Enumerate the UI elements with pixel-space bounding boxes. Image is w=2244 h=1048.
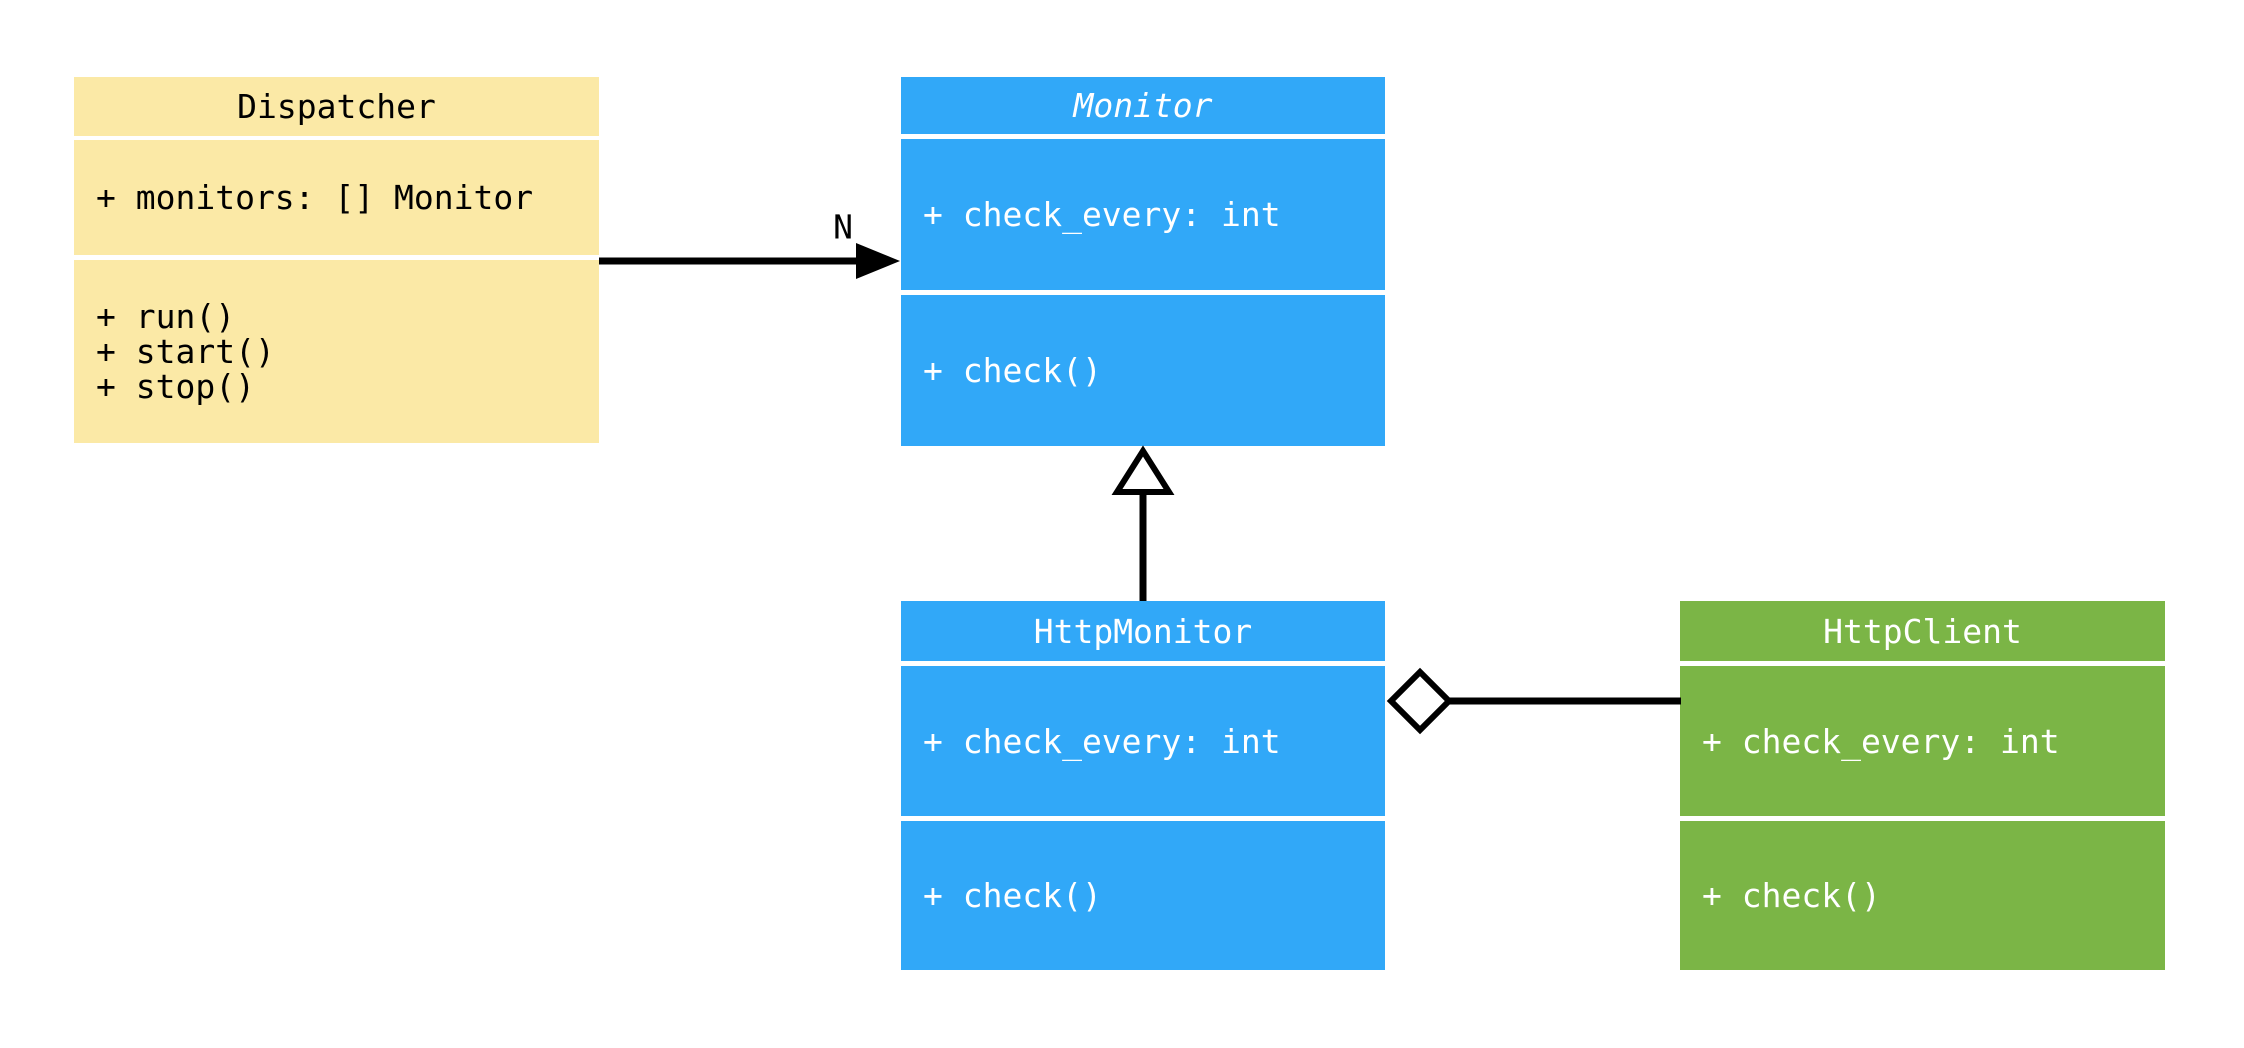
association-dispatcher-monitor	[599, 243, 900, 279]
class-title-httpmonitor: HttpMonitor	[901, 601, 1385, 661]
class-methods-monitor: + check()	[901, 295, 1385, 446]
class-name: HttpClient	[1823, 611, 2022, 651]
method: + run()	[96, 297, 236, 336]
multiplicity-label: N	[833, 207, 853, 247]
class-box-httpclient: HttpClient + check_every: int + check()	[1680, 601, 2165, 970]
inheritance-triangle-icon	[1111, 445, 1175, 495]
aggregation-httpmonitor-httpclient	[1386, 667, 1681, 735]
aggregation-diamond-icon	[1386, 667, 1454, 735]
method: + check()	[923, 351, 1102, 390]
class-methods-httpmonitor: + check()	[901, 821, 1385, 970]
class-box-dispatcher: Dispatcher + monitors: [] Monitor + run(…	[74, 77, 599, 443]
method: + start()	[96, 332, 275, 371]
class-box-monitor: Monitor + check_every: int + check()	[901, 77, 1385, 446]
class-methods-httpclient: + check()	[1680, 821, 2165, 970]
class-box-httpmonitor: HttpMonitor + check_every: int + check()	[901, 601, 1385, 970]
class-title-httpclient: HttpClient	[1680, 601, 2165, 661]
method: + check()	[923, 876, 1102, 915]
inheritance-httpmonitor-monitor	[1111, 445, 1175, 601]
class-methods-dispatcher: + run() + start() + stop()	[74, 260, 599, 443]
class-name: Dispatcher	[237, 87, 436, 126]
method: + check()	[1702, 876, 1881, 915]
class-attributes-monitor: + check_every: int	[901, 139, 1385, 290]
attribute: + monitors: [] Monitor	[96, 178, 534, 217]
class-name: Monitor	[1073, 86, 1213, 125]
attribute: + check_every: int	[1702, 721, 2060, 761]
class-title-monitor: Monitor	[901, 77, 1385, 134]
class-attributes-dispatcher: + monitors: [] Monitor	[74, 140, 599, 255]
class-title-dispatcher: Dispatcher	[74, 77, 599, 136]
attribute: + check_every: int	[923, 195, 1281, 234]
class-attributes-httpmonitor: + check_every: int	[901, 666, 1385, 816]
attribute: + check_every: int	[923, 721, 1281, 761]
class-name: HttpMonitor	[1033, 611, 1253, 651]
class-attributes-httpclient: + check_every: int	[1680, 666, 2165, 816]
method: + stop()	[96, 367, 255, 406]
arrowhead-icon	[856, 243, 900, 279]
